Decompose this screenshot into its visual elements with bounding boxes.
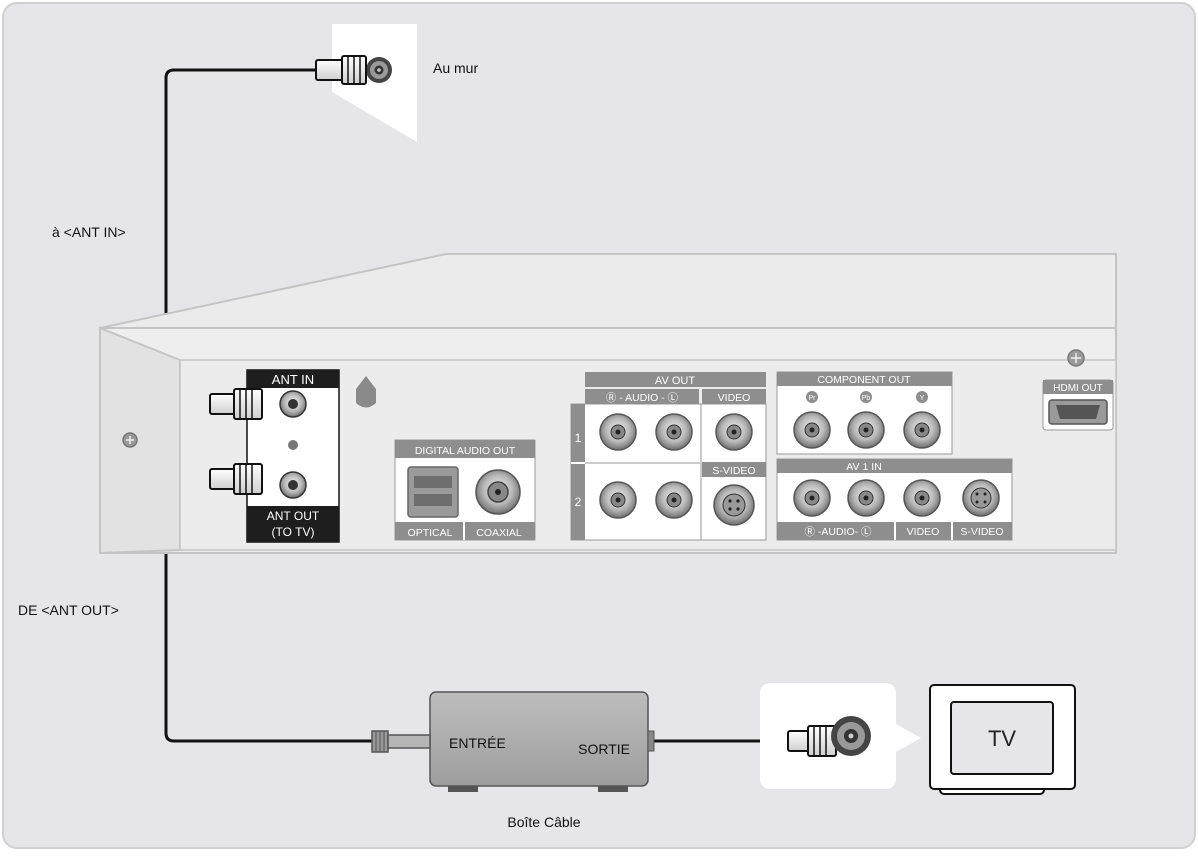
tv-input-callout bbox=[760, 683, 921, 789]
optical-port bbox=[407, 466, 459, 518]
cable-box: ENTRÉE SORTIE bbox=[429, 691, 655, 792]
ant-in-label: ANT IN bbox=[272, 372, 314, 387]
pb-label: Pb bbox=[862, 395, 871, 402]
tv-label: TV bbox=[988, 726, 1016, 751]
av1-in-panel: AV 1 IN Ⓡ -AUDIO- Ⓛ VIDEO S-VIDEO bbox=[776, 458, 1013, 541]
av-out-video-label: VIDEO bbox=[718, 392, 751, 404]
component-out-panel: COMPONENT OUT Pr Pb Y bbox=[776, 371, 953, 455]
av-out-audio-label: Ⓡ - AUDIO - Ⓛ bbox=[606, 392, 679, 404]
cable-box-input-label: ENTRÉE bbox=[449, 735, 506, 751]
ant-screw-icon bbox=[288, 440, 298, 450]
optical-label: OPTICAL bbox=[408, 527, 453, 539]
av-out-label: AV OUT bbox=[655, 375, 695, 387]
component-out-label: COMPONENT OUT bbox=[817, 374, 911, 386]
av-out-row2-label: 2 bbox=[575, 495, 582, 509]
av1-audio-label: Ⓡ -AUDIO- Ⓛ bbox=[804, 526, 872, 538]
ground-icon bbox=[356, 376, 376, 408]
tv-set: TV bbox=[929, 684, 1076, 795]
av-out-panel: AV OUT Ⓡ - AUDIO - Ⓛ VIDEO 1 2 S-VIDEO bbox=[570, 372, 767, 541]
from-ant-out-label: DE <ANT OUT> bbox=[18, 602, 119, 618]
ant-out-label-line2: (TO TV) bbox=[272, 525, 315, 539]
wall-label: Au mur bbox=[433, 60, 478, 76]
plug-wall bbox=[315, 55, 367, 85]
to-ant-in-label: à <ANT IN> bbox=[52, 224, 126, 240]
ant-out-label-line1: ANT OUT bbox=[267, 509, 320, 523]
digital-audio-out-label: DIGITAL AUDIO OUT bbox=[415, 445, 516, 457]
y-label: Y bbox=[920, 395, 925, 402]
av1-svideo-label: S-VIDEO bbox=[960, 526, 1003, 538]
coaxial-label: COAXIAL bbox=[476, 527, 522, 539]
av-out-svideo-label: S-VIDEO bbox=[712, 465, 755, 477]
av1-in-label: AV 1 IN bbox=[846, 461, 881, 473]
plug-cable-box-input bbox=[371, 730, 431, 753]
hdmi-out-panel: HDMI OUT bbox=[1042, 379, 1114, 431]
av-out-row1-label: 1 bbox=[575, 431, 582, 445]
plug-ant-in bbox=[209, 388, 263, 420]
wall-outlet bbox=[332, 24, 417, 142]
av1-video-label: VIDEO bbox=[907, 526, 940, 538]
pr-label: Pr bbox=[809, 395, 817, 402]
plug-ant-out bbox=[209, 463, 263, 495]
hdmi-out-label: HDMI OUT bbox=[1053, 383, 1102, 394]
cable-box-output-label: SORTIE bbox=[578, 741, 630, 757]
digital-audio-out-panel: DIGITAL AUDIO OUT OPTICAL COAXIAL bbox=[394, 439, 536, 541]
cable-box-label: Boîte Câble bbox=[507, 814, 580, 830]
